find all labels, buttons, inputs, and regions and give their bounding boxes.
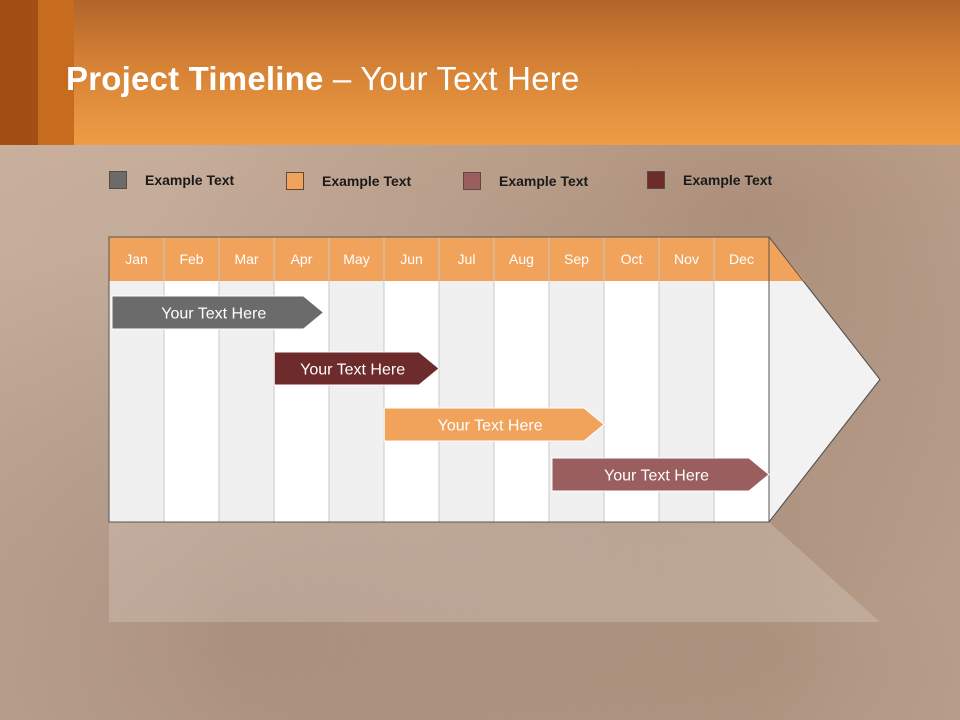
month-header-cell-9: [549, 237, 604, 281]
month-label-6: Jun: [400, 251, 423, 267]
month-header-cell-6: [384, 237, 439, 281]
timeline-outline: [108, 236, 881, 523]
legend-swatch-1: [109, 171, 127, 189]
month-label-5: May: [343, 251, 369, 267]
task-bar-label-4: Your Text Here: [604, 468, 709, 485]
month-label-9: Sep: [564, 251, 589, 267]
month-column-8: [494, 281, 549, 522]
legend-label-2: Example Text: [322, 173, 412, 189]
month-label-10: Oct: [621, 251, 643, 267]
legend-label-1: Example Text: [145, 172, 235, 188]
month-label-1: Jan: [125, 251, 148, 267]
month-label-4: Apr: [291, 251, 313, 267]
month-header-cell-10: [604, 237, 659, 281]
legend-label-4: Example Text: [683, 172, 773, 188]
month-column-5: [329, 281, 384, 522]
task-bar-4: [551, 457, 770, 492]
legend-item-2: Example Text: [286, 172, 411, 190]
month-header-cell-7: [439, 237, 494, 281]
task-bar-label-2: Your Text Here: [300, 362, 405, 379]
month-label-11: Nov: [674, 251, 699, 267]
legend-label-3: Example Text: [499, 173, 589, 189]
month-label-12: Dec: [729, 251, 754, 267]
header-accent-strip: [0, 0, 38, 145]
title-subtitle: – Your Text Here: [323, 60, 580, 97]
month-column-6: [384, 281, 439, 522]
month-label-7: Jul: [458, 251, 476, 267]
month-header-cell-8: [494, 237, 549, 281]
legend-item-1: Example Text: [109, 171, 234, 189]
task-bar-label-1: Your Text Here: [161, 306, 266, 323]
month-header-cell-12: [714, 237, 769, 281]
header-banner: Project Timeline – Your Text Here: [0, 0, 960, 145]
slide-title: Project Timeline – Your Text Here: [66, 60, 580, 98]
legend-item-3: Example Text: [463, 172, 588, 190]
header-accent-strip-light: [38, 0, 74, 145]
month-column-7: [439, 281, 494, 522]
timeline-reflection: [109, 522, 880, 622]
month-label-8: Aug: [509, 251, 534, 267]
task-bar-1: [111, 295, 325, 330]
task-bar-label-3: Your Text Here: [438, 418, 543, 435]
month-header-cell-2: [164, 237, 219, 281]
month-header-cell-4: [274, 237, 329, 281]
month-header-cell-3: [219, 237, 274, 281]
task-bar-3: [383, 407, 605, 442]
task-bar-2: [273, 351, 440, 386]
legend-swatch-2: [286, 172, 304, 190]
month-label-2: Feb: [179, 251, 203, 267]
month-header-cell-1: [109, 237, 164, 281]
legend-swatch-3: [463, 172, 481, 190]
legend-item-4: Example Text: [647, 171, 772, 189]
month-header-cell-5: [329, 237, 384, 281]
legend-swatch-4: [647, 171, 665, 189]
month-label-3: Mar: [234, 251, 258, 267]
month-header-cell-11: [659, 237, 714, 281]
title-bold: Project Timeline: [66, 60, 324, 97]
